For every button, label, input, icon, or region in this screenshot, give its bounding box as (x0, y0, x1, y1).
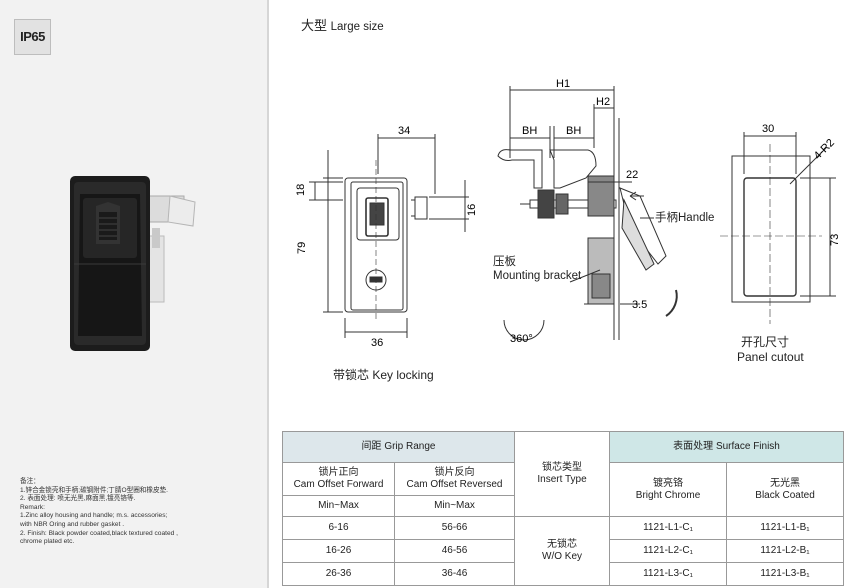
row-2-chrome: 1121-L2-C₁ (609, 539, 728, 563)
dim-22: 22 (626, 169, 638, 181)
notes-en-1b: with NBR Oring and rubber gasket . (20, 520, 125, 528)
table-row: 6-16 56-66 无锁芯 W/O Key 1121-L1-C₁ 1121-L… (282, 516, 844, 586)
cam-reversed-en: Cam Offset Reversed (406, 479, 503, 490)
bright-chrome-en: Bright Chrome (635, 489, 701, 501)
cam-forward-cn: 锁片正向 (318, 467, 359, 478)
row-3-forward: 26-36 (282, 562, 395, 586)
black-coated-cn: 无光黑 (770, 477, 801, 489)
dim-bh-2: BH (566, 125, 581, 137)
row-1-forward: 6-16 (282, 516, 395, 540)
cam-forward-header: 锁片正向 Cam Offset Forward (282, 462, 395, 496)
dim-h2: H2 (596, 96, 610, 108)
insert-type-en: Insert Type (537, 474, 587, 485)
dim-36: 36 (371, 337, 383, 349)
insert-type-header: 锁芯类型 Insert Type (514, 431, 611, 517)
page-title: 大型 Large size (301, 15, 384, 34)
dim-h1: H1 (556, 78, 570, 90)
cam-reversed-cn: 锁片反向 (434, 467, 475, 478)
minmax-reversed: Min~Max (393, 495, 516, 517)
black-coated-header: 无光黑 Black Coated (726, 462, 844, 517)
cam-reversed-header: 锁片反向 Cam Offset Reversed (393, 462, 516, 496)
dim-16: 16 (466, 204, 478, 216)
bracket-label-en: Mounting bracket (493, 270, 582, 282)
dim-bh-1: BH (522, 125, 537, 137)
dim-34: 34 (398, 125, 410, 137)
table-row: 26-36 36-46 1121-L3-C₁ 1121-L3-B₁ (282, 562, 844, 586)
cutout-caption-cn: 开孔尺寸 (741, 335, 790, 349)
wo-key-cell: 无锁芯 W/O Key (514, 516, 611, 586)
notes-en-2b: chrome plated etc. (20, 538, 75, 546)
bracket-label-cn: 压板 (493, 256, 516, 268)
notes-remark-heading: Remark: (20, 503, 45, 511)
notes-en-2a: 2. Finish: Black powder coated,black tex… (20, 529, 178, 537)
panel-cutout-drawing: 30 73 4-R2 (720, 123, 841, 324)
row-1-black: 1121-L1-B₁ (726, 516, 844, 540)
key-locking-caption: 带锁芯 Key locking (333, 368, 434, 382)
insert-type-cn: 锁芯类型 (542, 462, 583, 473)
dim-3-5: 3.5 (632, 299, 647, 311)
front-view-drawing: 34 18 79 36 16 (295, 125, 478, 349)
rotation-360: 360° (510, 333, 533, 345)
surface-finish-header: 表面处理 Surface Finish (609, 431, 844, 463)
notes-en-1a: 1.Zinc alloy housing and handle; m.s. ac… (20, 512, 168, 520)
dim-30: 30 (762, 123, 774, 135)
row-2-forward: 16-26 (282, 539, 395, 563)
table-row: 16-26 46-56 1121-L2-C₁ 1121-L2-B₁ (282, 539, 844, 563)
spec-table: 间距 Grip Range 锁芯类型 Insert Type 表面处理 Surf… (281, 431, 844, 586)
dim-18: 18 (295, 184, 307, 196)
cutout-caption-en: Panel cutout (737, 350, 804, 364)
grip-range-header: 间距 Grip Range (281, 431, 516, 463)
black-coated-en: Black Coated (755, 489, 815, 501)
row-2-black: 1121-L2-B₁ (726, 539, 844, 563)
notes-cn-2: 2. 表面处理: 喷无光黑,麻面黑,镀亮铬等. (20, 495, 136, 503)
dim-79: 79 (296, 242, 308, 254)
row-3-chrome: 1121-L3-C₁ (609, 562, 728, 586)
bright-chrome-header: 镀亮铬 Bright Chrome (609, 462, 728, 517)
wo-key-en: W/O Key (542, 551, 583, 562)
panel-divider (267, 0, 269, 588)
wo-key-cn: 无锁芯 (547, 539, 578, 550)
bright-chrome-cn: 镀亮铬 (653, 477, 684, 489)
handle-label: 手柄Handle (655, 212, 715, 224)
product-photo (70, 176, 196, 351)
row-1-reversed: 56-66 (393, 516, 516, 540)
dim-73: 73 (829, 234, 841, 246)
row-3-reversed: 36-46 (393, 562, 516, 586)
minmax-forward: Min~Max (282, 495, 395, 517)
side-view-drawing: H1 H2 BH BH 22 3.5 360° (497, 78, 678, 345)
dim-radius: 4-R2 (812, 137, 837, 162)
ip65-badge: IP65 (14, 19, 51, 55)
row-2-reversed: 46-56 (393, 539, 516, 563)
cam-forward-en: Cam Offset Forward (293, 479, 384, 490)
row-1-chrome: 1121-L1-C₁ (609, 516, 728, 540)
title-en: Large size (330, 21, 384, 33)
notes-cn-1: 1.锌合金锁壳和手柄;碳钢附件;丁腈O型圈和橡皮垫. (20, 486, 168, 494)
notes-heading: 备注： (20, 478, 40, 485)
title-cn: 大型 (301, 18, 328, 33)
remark-notes: 备注： 1.锌合金锁壳和手柄;碳钢附件;丁腈O型圈和橡皮垫. 2. 表面处理: … (20, 478, 260, 547)
row-3-black: 1121-L3-B₁ (726, 562, 844, 586)
